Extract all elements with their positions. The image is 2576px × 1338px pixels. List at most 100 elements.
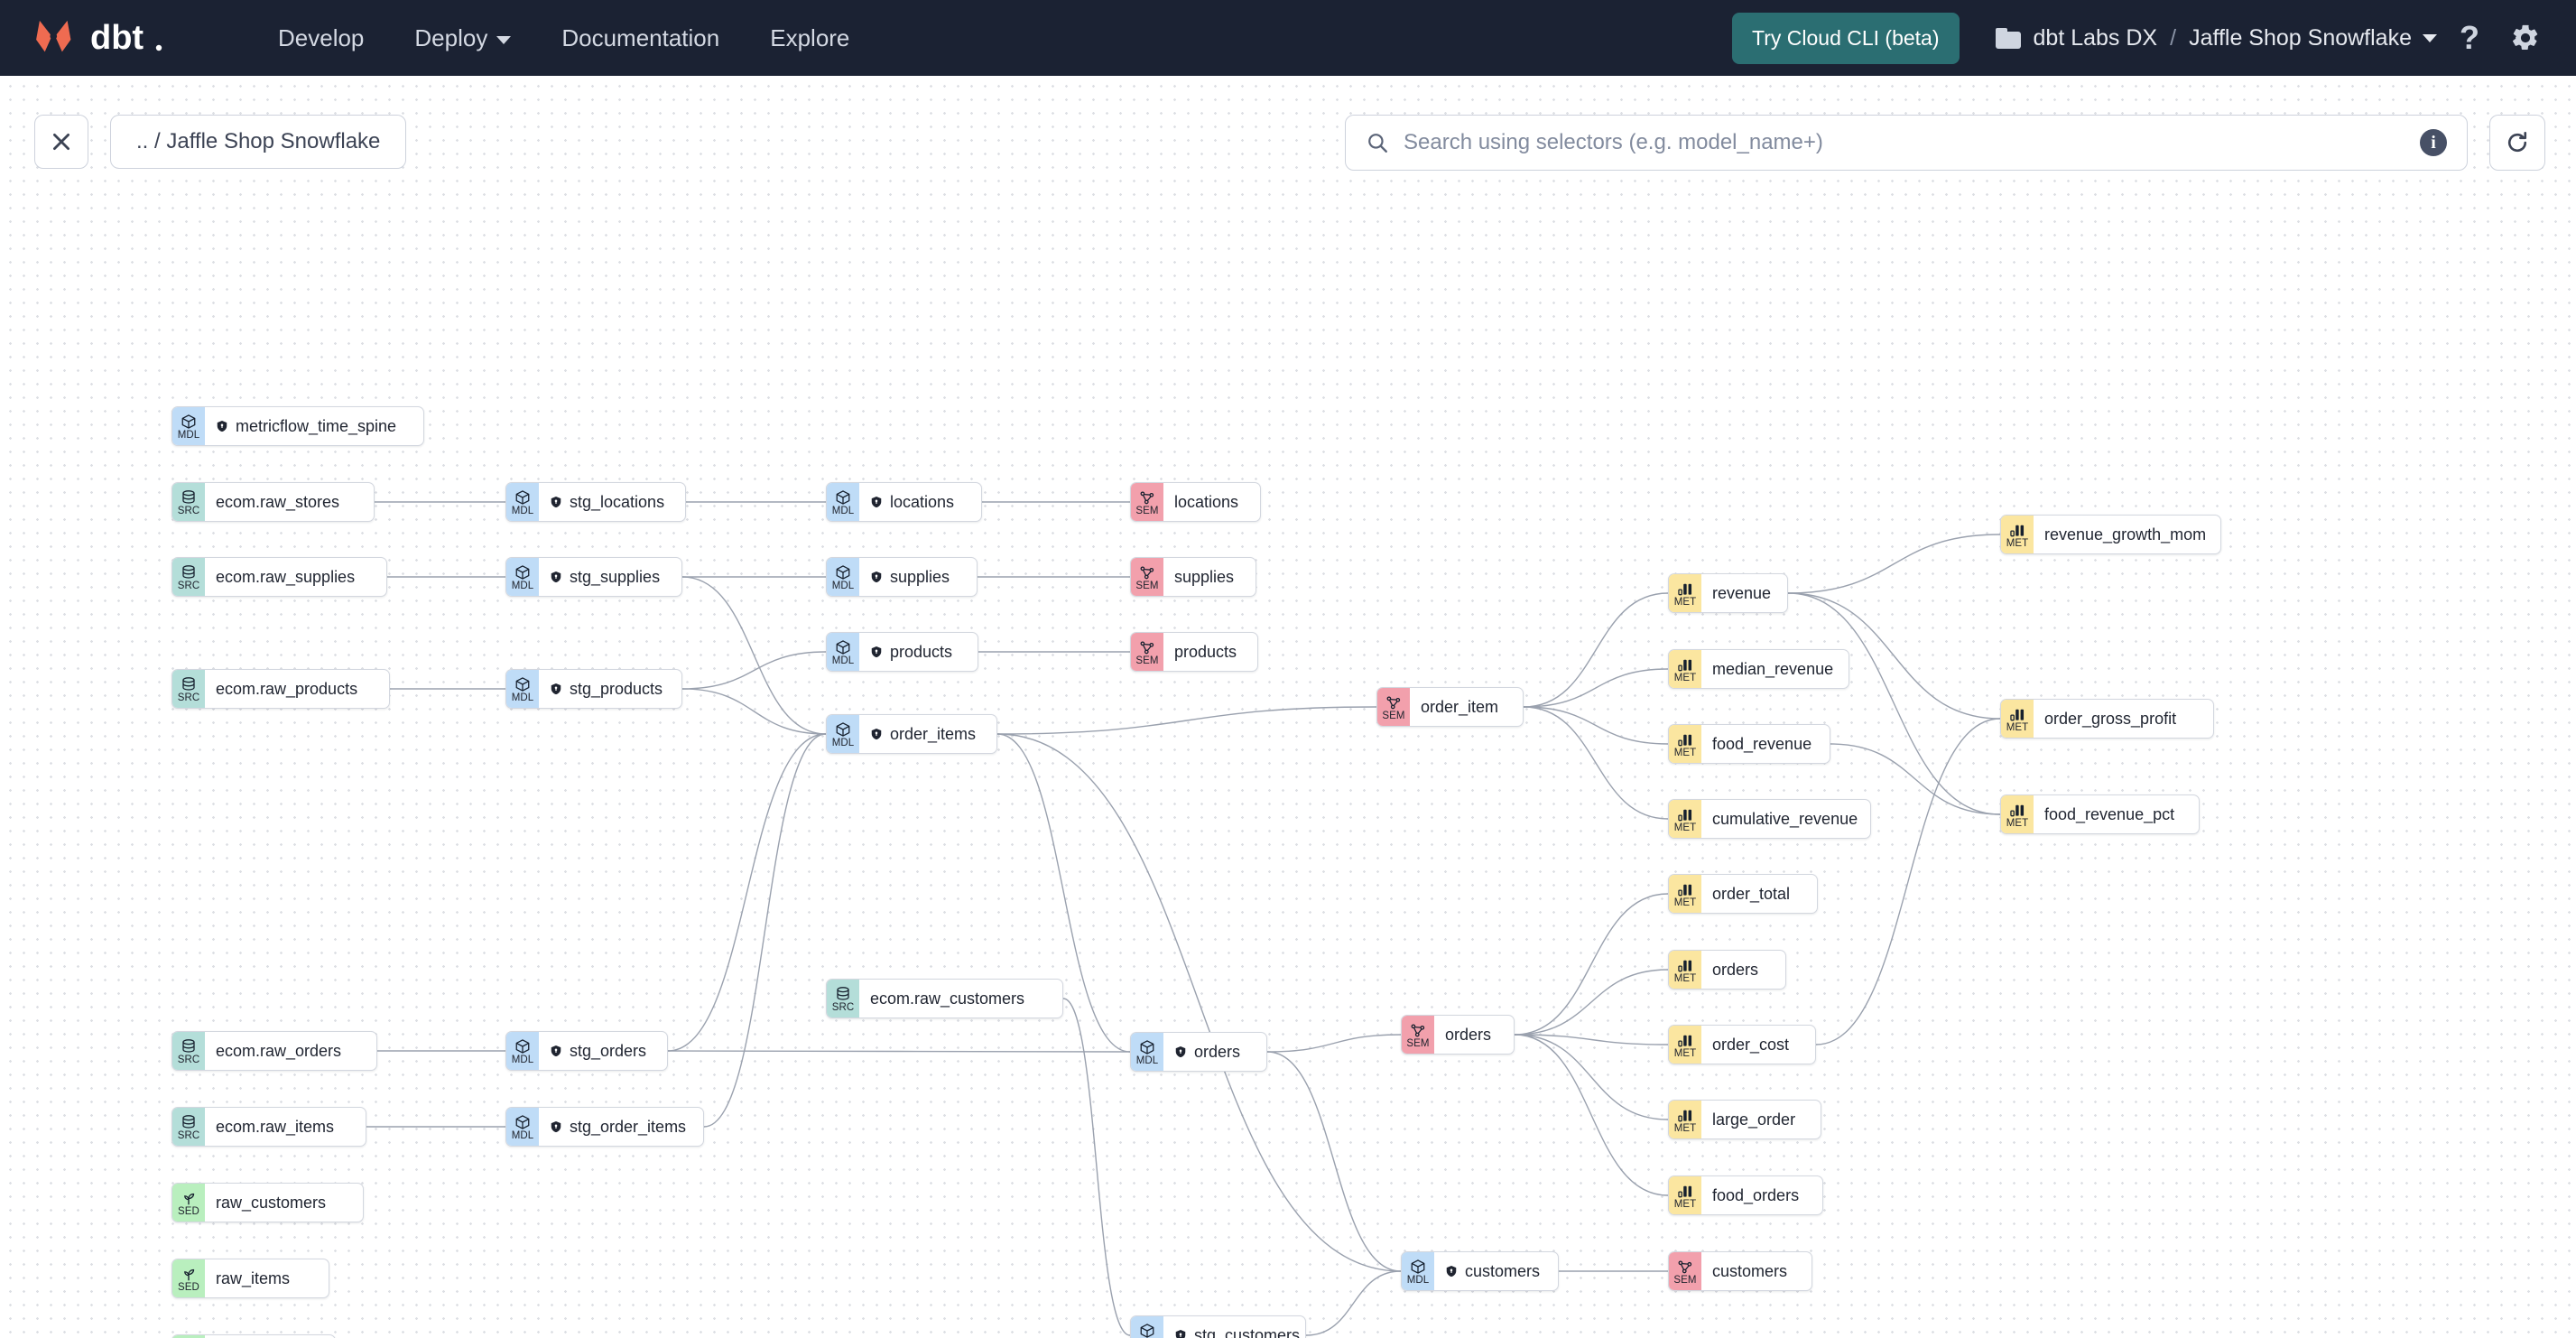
nav-link-explore[interactable]: Explore bbox=[745, 0, 875, 76]
shield-icon bbox=[1175, 1330, 1186, 1338]
node-type-badge-src: SRC bbox=[827, 980, 859, 1017]
node-type-label: SRC bbox=[177, 1054, 200, 1065]
project-selector[interactable]: Jaffle Shop Snowflake bbox=[2189, 25, 2437, 51]
node-type-label: SEM bbox=[1135, 655, 1159, 666]
seedling-icon bbox=[184, 1193, 195, 1204]
graph-node-stg_products[interactable]: MDL stg_products bbox=[505, 669, 682, 709]
help-button[interactable]: ? bbox=[2446, 14, 2493, 61]
refresh-button[interactable] bbox=[2489, 115, 2545, 171]
node-type-label: MDL bbox=[511, 1054, 534, 1065]
nav-link-deploy[interactable]: Deploy bbox=[389, 0, 536, 76]
shield-icon bbox=[871, 571, 882, 583]
cube-icon bbox=[515, 564, 530, 580]
breadcrumb[interactable]: .. / Jaffle Shop Snowflake bbox=[110, 115, 407, 169]
bar-chart-icon bbox=[2010, 525, 2025, 536]
node-type-badge-met: MET bbox=[1669, 574, 1701, 612]
node-type-label: SEM bbox=[1406, 1037, 1430, 1049]
node-label: median_revenue bbox=[1701, 650, 1846, 688]
node-label: ecom.raw_supplies bbox=[205, 558, 367, 596]
node-name-text: stg_products bbox=[570, 679, 663, 698]
node-type-label: MDL bbox=[511, 1129, 534, 1141]
bar-chart-icon bbox=[1678, 1185, 1692, 1197]
graph-node-ecom_raw_supplies[interactable]: SRC ecom.raw_supplies bbox=[171, 557, 387, 597]
node-type-badge-mdl: MDL bbox=[506, 670, 539, 708]
node-type-label: SRC bbox=[177, 1129, 200, 1141]
cube-icon bbox=[836, 564, 850, 580]
node-type-label: SEM bbox=[1135, 505, 1159, 516]
nav-link-develop-label: Develop bbox=[278, 24, 365, 51]
settings-button[interactable] bbox=[2502, 14, 2549, 61]
node-type-label: SEM bbox=[1382, 710, 1405, 721]
search-bar[interactable]: i bbox=[1345, 115, 2468, 171]
node-type-label: MET bbox=[1673, 747, 1697, 758]
node-type-badge-sem: SEM bbox=[1402, 1016, 1434, 1054]
graph-node-ecom_raw_stores[interactable]: SRC ecom.raw_stores bbox=[171, 482, 375, 522]
node-label: revenue_growth_mom bbox=[2034, 516, 2219, 553]
dbt-logo[interactable]: dbt bbox=[32, 17, 197, 59]
node-type-label: SRC bbox=[177, 580, 200, 591]
bar-chart-icon bbox=[2010, 709, 2025, 720]
database-icon bbox=[182, 1114, 195, 1129]
node-type-badge-mdl: MDL bbox=[1402, 1252, 1434, 1290]
node-type-label: SRC bbox=[177, 505, 200, 516]
node-type-label: MET bbox=[1673, 897, 1697, 908]
dbt-wordmark: dbt bbox=[90, 19, 162, 57]
graph-node-met_order_total[interactable]: MET order_total bbox=[1668, 874, 1818, 914]
nav-link-documentation[interactable]: Documentation bbox=[536, 0, 745, 76]
account-name[interactable]: dbt Labs DX bbox=[2033, 24, 2158, 51]
info-icon[interactable]: i bbox=[2420, 129, 2447, 156]
nav-link-develop[interactable]: Develop bbox=[253, 0, 389, 76]
node-type-badge-met: MET bbox=[1669, 650, 1701, 688]
bar-chart-icon bbox=[1678, 659, 1692, 671]
node-type-label: MDL bbox=[511, 580, 534, 591]
node-name-text: supplies bbox=[1174, 567, 1235, 586]
search-input[interactable] bbox=[1404, 130, 2420, 155]
node-name-text: order_total bbox=[1712, 884, 1791, 903]
try-cloud-cli-button[interactable]: Try Cloud CLI (beta) bbox=[1732, 12, 1960, 64]
node-type-badge-sed: SED bbox=[172, 1259, 205, 1297]
node-name-text: customers bbox=[1712, 1261, 1788, 1280]
node-name-text: ecom.raw_stores bbox=[216, 492, 340, 511]
close-button[interactable] bbox=[34, 115, 88, 169]
node-label: stg_customers bbox=[1163, 1316, 1305, 1338]
node-name-text: cumulative_revenue bbox=[1712, 809, 1858, 828]
node-label: order_total bbox=[1701, 875, 1802, 913]
